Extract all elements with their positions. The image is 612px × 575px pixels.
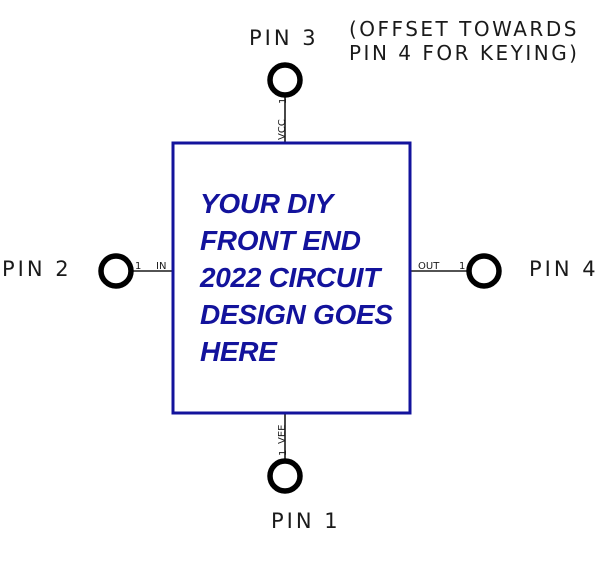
pin4-label: PIN 4 [529,257,599,281]
pin4-pad [466,253,502,289]
pin2-pad [98,253,134,289]
pin2-signal: IN [156,261,167,272]
pin3-label: PIN 3 [249,26,319,50]
pin1-signal: VEE [277,424,288,444]
design-placeholder-line4: DESIGN GOES [200,299,393,330]
pin3-signal: VCC [277,119,288,140]
pin4-number: 1 [459,261,466,272]
design-placeholder-line3: 2022 CIRCUIT [200,262,381,293]
design-placeholder-text: YOUR DIY FRONT END 2022 CIRCUIT DESIGN G… [200,185,393,370]
pin4-signal: OUT [418,261,440,272]
pin3-pad [267,62,303,98]
keying-note-line1: (OFFSET TOWARDS [349,17,579,41]
keying-note-line2: PIN 4 FOR KEYING) [349,41,580,65]
design-placeholder-line5: HERE [200,336,277,367]
design-placeholder-line1: YOUR DIY [200,188,333,219]
design-placeholder-line2: FRONT END [200,225,361,256]
pin1-label: PIN 1 [271,509,341,533]
pin3-number: 1 [278,97,289,104]
pin2-number: 1 [135,261,142,272]
pin1-number: 1 [278,449,289,456]
pin1-pad [267,458,303,494]
component-box [171,141,412,415]
keying-note: (OFFSET TOWARDS PIN 4 FOR KEYING) [349,17,580,65]
pin2-label: PIN 2 [2,257,72,281]
